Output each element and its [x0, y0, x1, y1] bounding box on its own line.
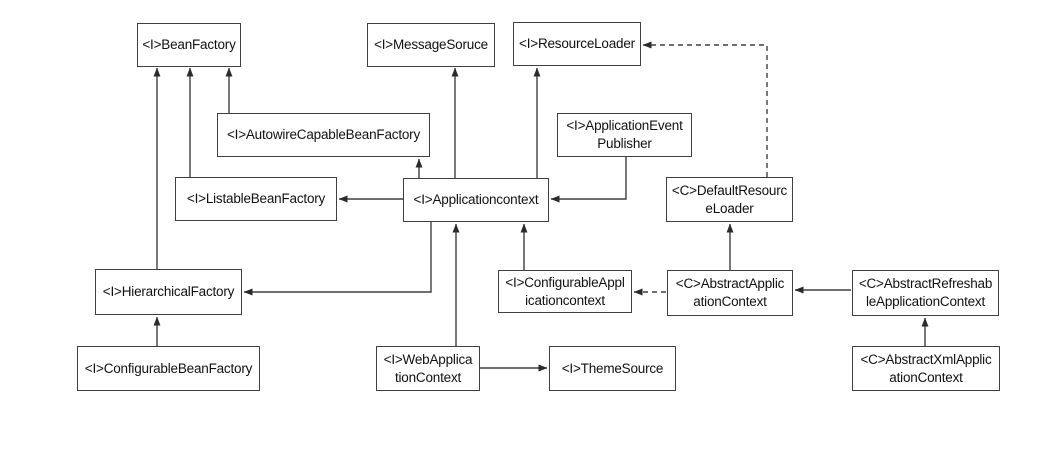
node-abstract-application-context-label2: ationContext — [693, 294, 767, 309]
node-abstract-xml-application-context: <C>AbstractXmlApplic ationContext — [852, 346, 1000, 391]
node-default-resource-loader-label2: eLoader — [705, 200, 754, 216]
node-web-application-context-label2: tionContext — [394, 369, 462, 385]
node-bean-factory: <I>BeanFactory — [137, 23, 241, 67]
node-configurable-application-context: <I>ConfigurableAppl icationcontext — [498, 270, 632, 313]
edge-applicationcontext-to-hierarchicalfactory — [243, 222, 432, 296]
node-abstract-application-context: <C>AbstractApplic ationContext — [667, 270, 793, 316]
node-theme-source-label: <I>ThemeSource — [561, 360, 664, 376]
node-hierarchical-factory: <I>HierarchicalFactory — [95, 269, 242, 315]
node-configurable-bean-factory-label: <I>ConfigurableBeanFactory — [84, 360, 253, 376]
node-message-source-label: <I>MessageSoruce — [374, 37, 488, 52]
node-hierarchical-factory-label: <I>HierarchicalFactory — [102, 284, 235, 299]
node-resource-loader: <I>ResourceLoader — [513, 22, 641, 66]
node-application-event-publisher-label: <I>ApplicationEvent — [566, 118, 683, 133]
node-listable-bean-factory-label: <I>ListableBeanFactory — [186, 191, 326, 206]
node-abstract-application-context-label: <C>AbstractApplic — [675, 276, 785, 291]
node-resource-loader-label: <I>ResourceLoader — [519, 36, 635, 51]
edge-applicationeventpublisher-to-applicationcontext — [550, 157, 627, 203]
node-web-application-context-label: <I>WebApplica — [383, 351, 473, 367]
node-configurable-application-context-label2: icationcontext — [525, 292, 605, 308]
node-abstract-xml-application-context-label2: ationContext — [889, 369, 963, 385]
node-application-context: <I>Applicationcontext — [403, 178, 549, 222]
node-abstract-xml-application-context-label: <C>AbstractXmlApplic — [860, 351, 992, 367]
node-abstract-refreshable-application-context: <C>AbstractRefreshab leApplicationContex… — [852, 270, 999, 316]
node-application-event-publisher-label2: Publisher — [597, 136, 652, 151]
node-web-application-context: <I>WebApplica tionContext — [376, 346, 480, 391]
node-abstract-refreshable-application-context-label: <C>AbstractRefreshab — [858, 276, 993, 291]
node-abstract-refreshable-application-context-label2: leApplicationContext — [865, 294, 986, 309]
node-autowire-capable-bean-factory-label: <I>AutowireCapableBeanFactory — [226, 127, 421, 142]
node-bean-factory-label: <I>BeanFactory — [142, 37, 236, 52]
node-theme-source: <I>ThemeSource — [549, 346, 676, 391]
node-default-resource-loader-label: <C>DefaultResourc — [671, 182, 788, 198]
node-application-event-publisher: <I>ApplicationEvent Publisher — [557, 113, 692, 157]
node-configurable-bean-factory: <I>ConfigurableBeanFactory — [77, 346, 260, 391]
edge-defaultresourceloader-to-resourceloader-dashed — [642, 41, 768, 177]
node-message-source: <I>MessageSoruce — [367, 23, 495, 67]
node-application-context-label: <I>Applicationcontext — [413, 192, 539, 207]
node-default-resource-loader: <C>DefaultResourc eLoader — [666, 177, 793, 222]
node-configurable-application-context-label: <I>ConfigurableAppl — [505, 274, 625, 290]
node-listable-bean-factory: <I>ListableBeanFactory — [175, 177, 337, 221]
node-autowire-capable-bean-factory: <I>AutowireCapableBeanFactory — [217, 113, 430, 157]
